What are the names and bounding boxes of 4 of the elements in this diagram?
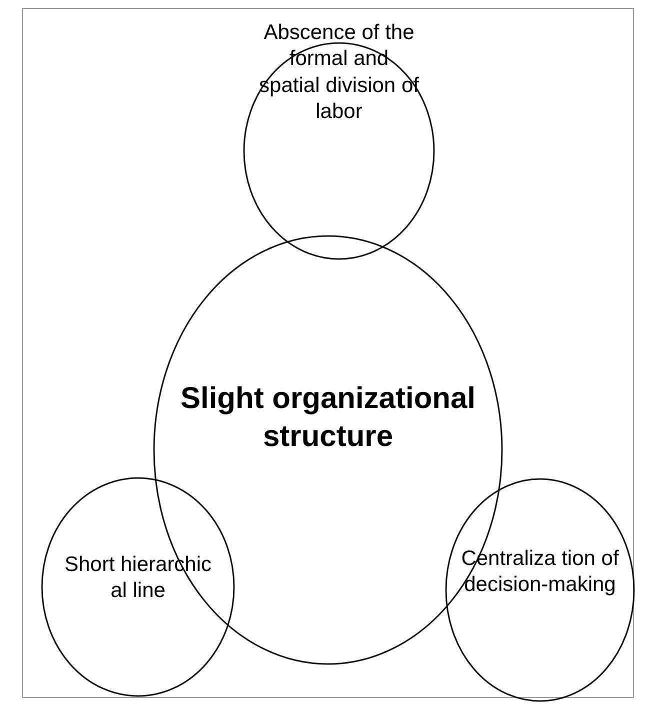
circle: [445, 478, 635, 702]
circle: [243, 42, 435, 260]
circle: [41, 477, 235, 697]
node-label: Slight organizational structure: [179, 381, 476, 454]
